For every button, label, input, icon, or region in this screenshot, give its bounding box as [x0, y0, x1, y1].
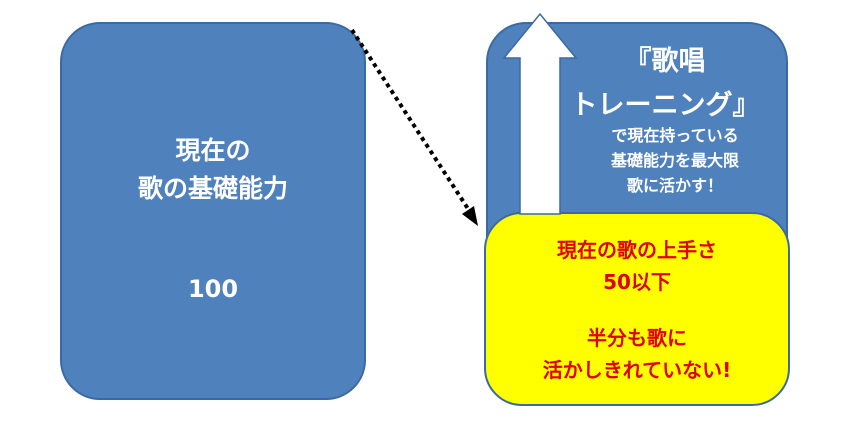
training-description-line3: 歌に活かす！	[626, 176, 723, 195]
training-description-line2: 基礎能力を最大限	[610, 151, 739, 170]
current-ability-title-line1: 現在の	[175, 136, 251, 165]
current-skill-line3: 半分も歌に	[587, 326, 687, 350]
up-arrow-icon	[502, 12, 578, 215]
training-heading: 『歌唱 トレーニング』	[540, 40, 790, 128]
training-description: で現在持っている 基礎能力を最大限 歌に活かす！	[560, 123, 790, 198]
arrow-head-icon	[462, 206, 478, 226]
training-heading-line2: トレーニング』	[570, 90, 760, 121]
current-skill-box: 現在の歌の上手さ 50以下 半分も歌に 活かしきれていない!	[484, 212, 790, 406]
training-description-line1: で現在持っている	[611, 126, 739, 145]
current-skill-line1: 現在の歌の上手さ	[557, 238, 717, 262]
training-heading-line1: 『歌唱	[624, 46, 706, 77]
current-skill-line2: 50以下	[603, 270, 671, 294]
dotted-connector-arrow	[350, 28, 476, 220]
current-skill-line4: 活かしきれていない!	[542, 358, 732, 382]
current-ability-panel: 現在の 歌の基礎能力 100	[60, 22, 366, 400]
current-ability-title: 現在の 歌の基礎能力	[62, 132, 364, 208]
current-ability-value: 100	[187, 275, 239, 303]
current-ability-title-line2: 歌の基礎能力	[137, 174, 288, 203]
